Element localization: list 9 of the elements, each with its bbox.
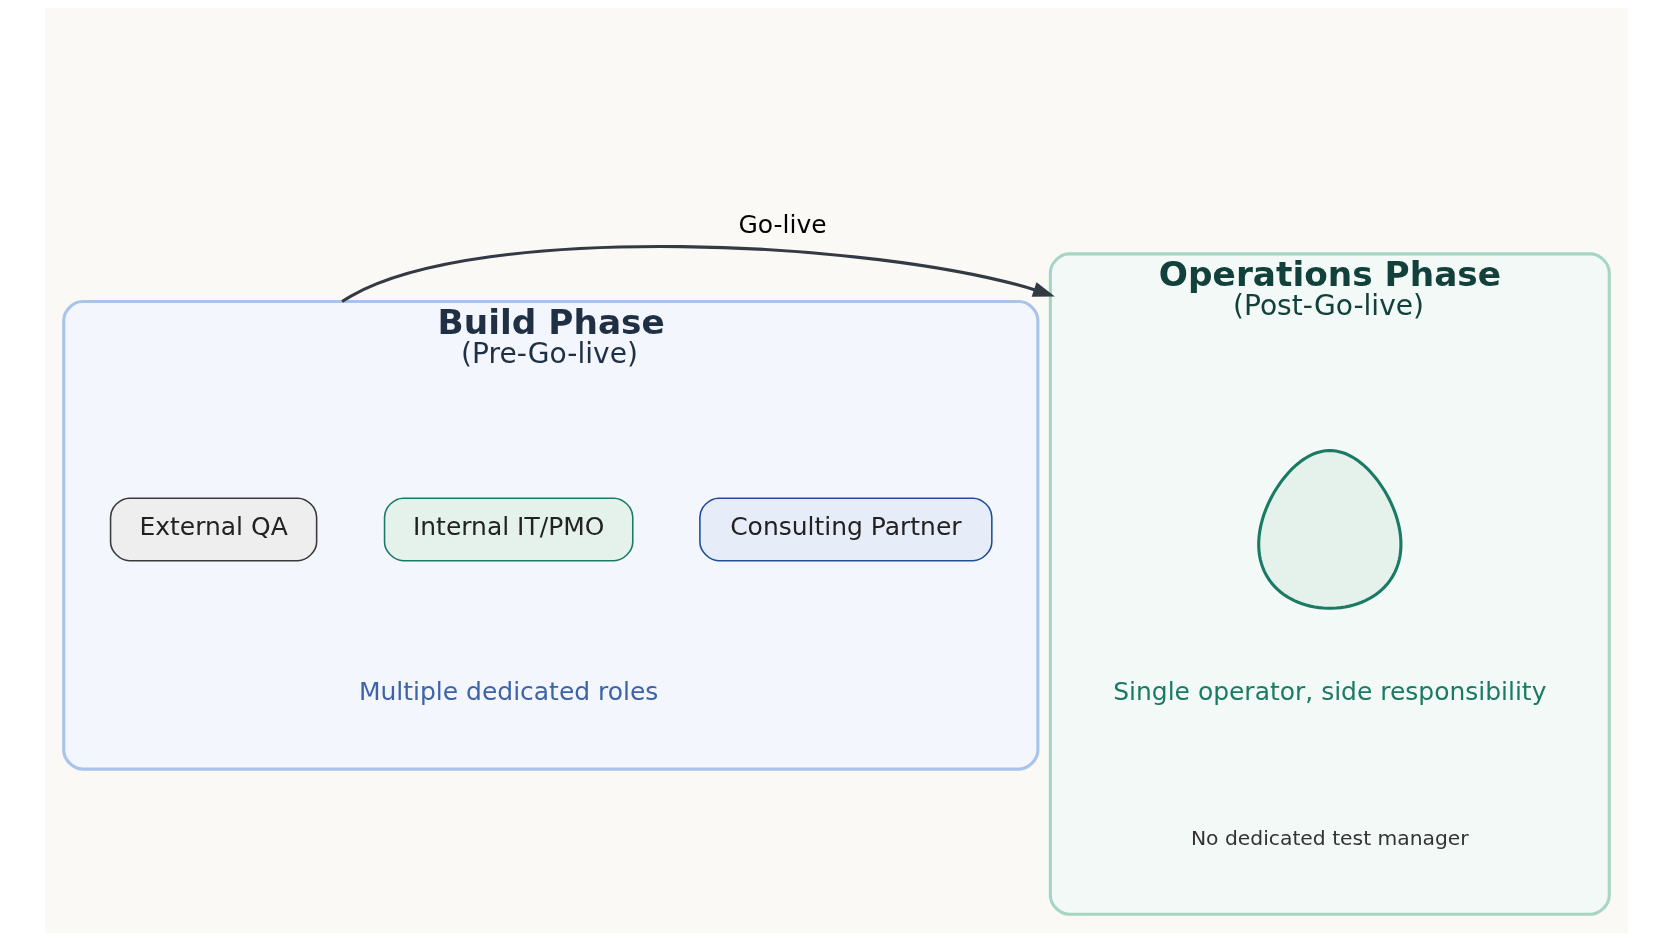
node-box: Consulting Partner (698, 497, 993, 562)
node-person (1256, 449, 1402, 610)
arrow (340, 245, 1055, 303)
label: Single operator, side responsibility (1112, 677, 1546, 707)
node-box: External QA (109, 497, 317, 562)
label: Multiple dedicated roles (358, 677, 658, 707)
label: No dedicated test manager (1190, 825, 1469, 850)
node-box: Internal IT/PMO (383, 497, 634, 562)
edge-label: Go-live (738, 210, 827, 240)
